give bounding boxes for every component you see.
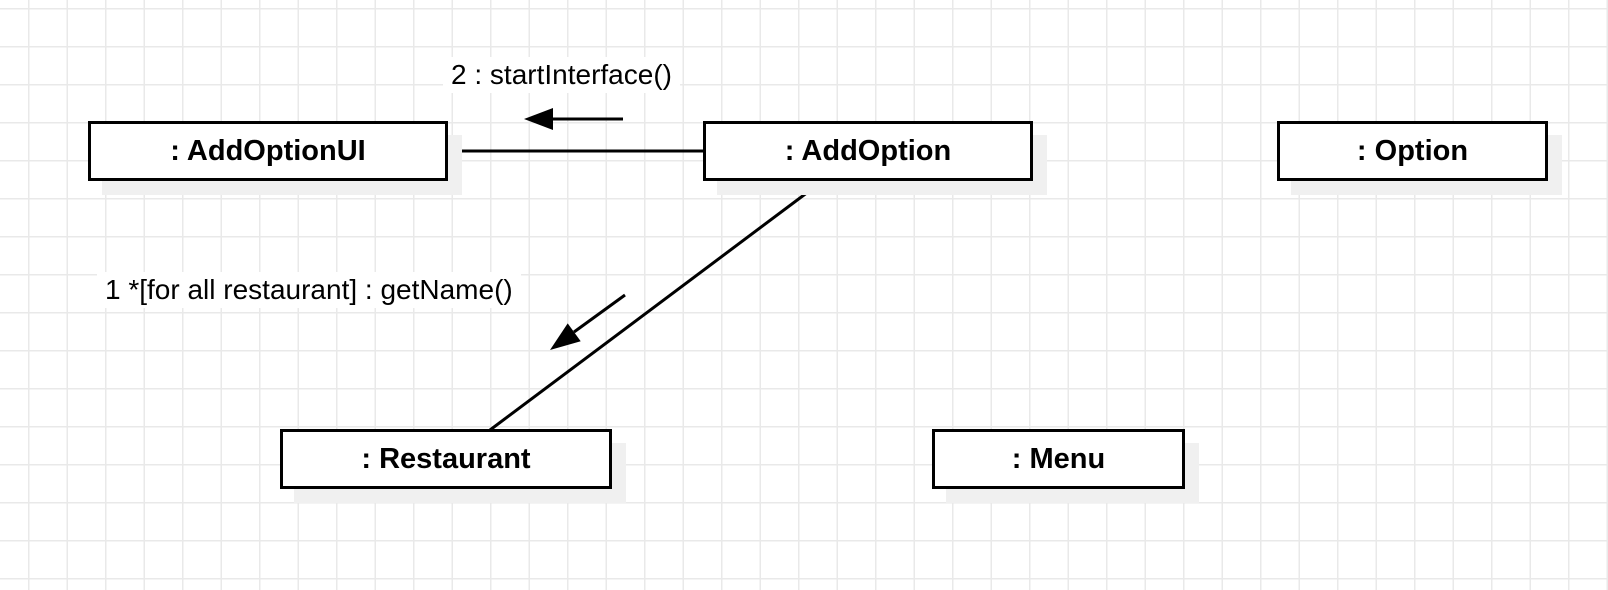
object-label-restaurant: : Restaurant (361, 442, 531, 475)
message-1-label[interactable]: 1 *[for all restaurant] : getName() (97, 272, 521, 308)
object-label-addoption: : AddOption (784, 134, 952, 167)
object-label-menu: : Menu (1011, 442, 1106, 475)
message-2-label[interactable]: 2 : startInterface() (443, 57, 680, 93)
object-label-option: : Option (1356, 134, 1469, 167)
object-label-addoptionui: : AddOptionUI (170, 134, 366, 167)
object-box-menu[interactable]: : Menu (932, 429, 1185, 489)
object-box-addoptionui[interactable]: : AddOptionUI (88, 121, 448, 181)
object-box-restaurant[interactable]: : Restaurant (280, 429, 612, 489)
message-2-arrow-icon (524, 108, 623, 130)
object-box-option[interactable]: : Option (1277, 121, 1548, 181)
message-1-arrow-icon (550, 293, 626, 350)
link-addoption-restaurant[interactable] (489, 181, 821, 432)
object-box-addoption[interactable]: : AddOption (703, 121, 1033, 181)
